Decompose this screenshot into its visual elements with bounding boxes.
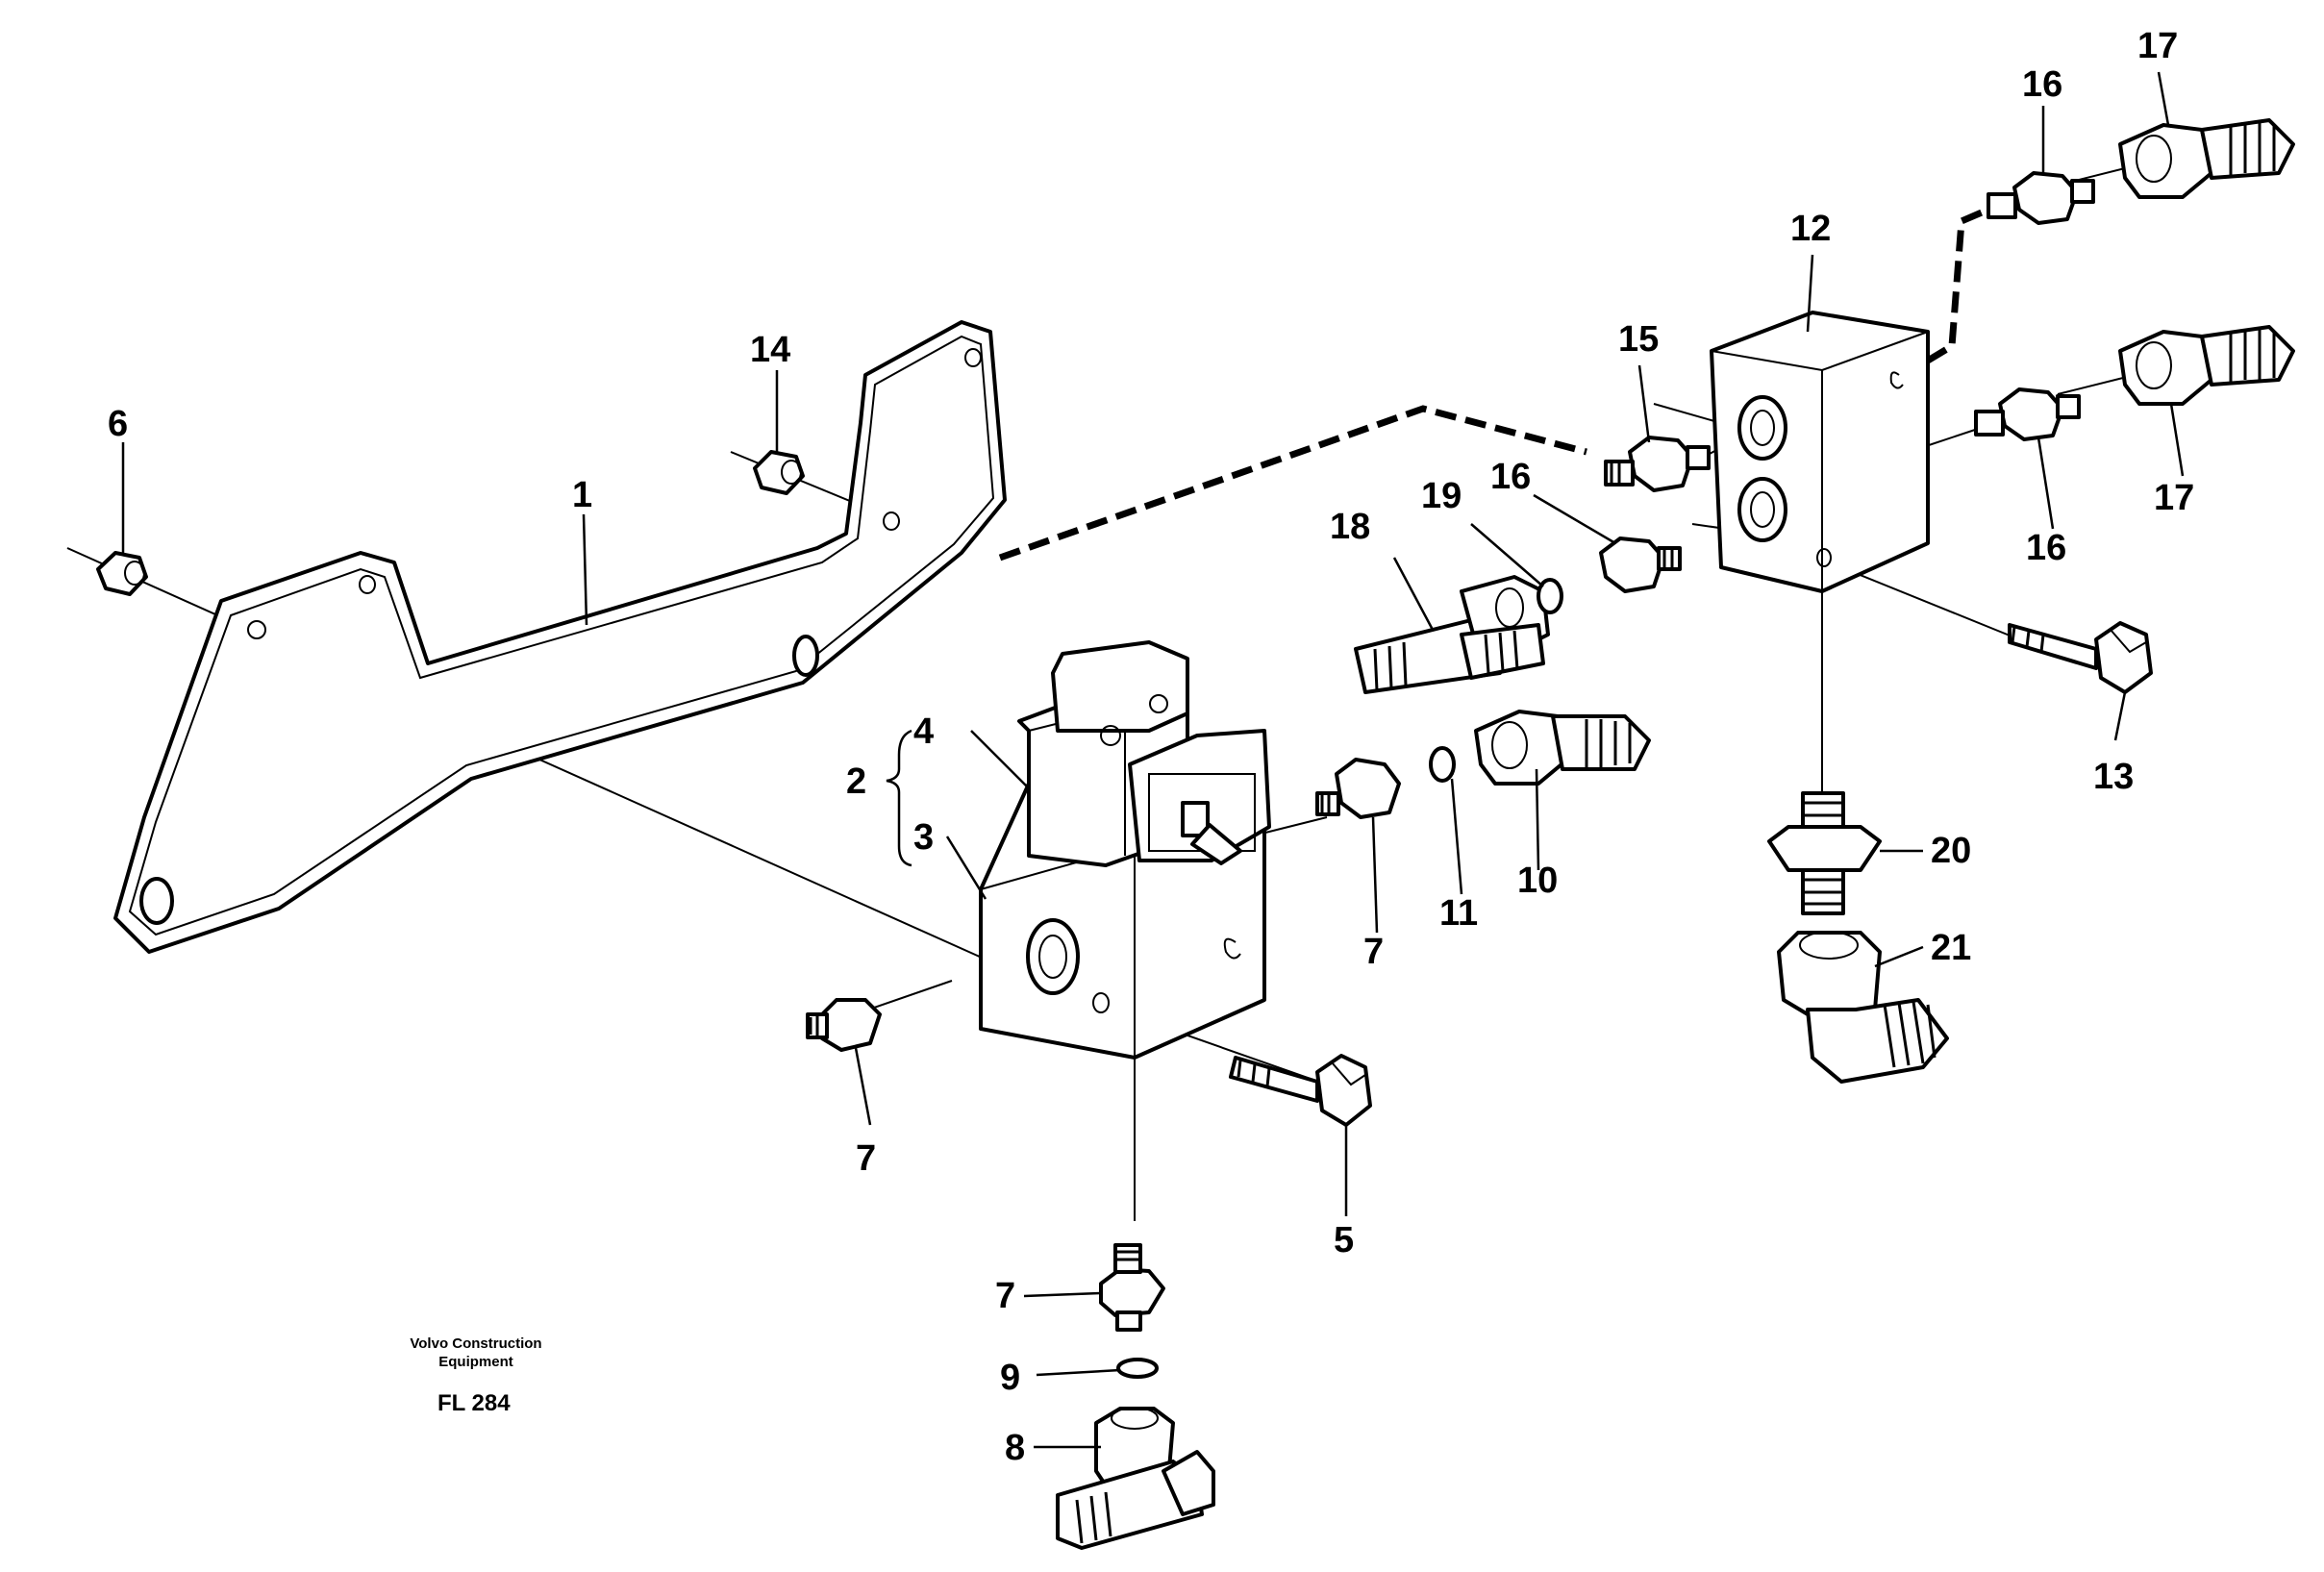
- adapter-7-left: [806, 998, 882, 1052]
- callout-7-left: 7: [856, 1138, 876, 1179]
- callout-2: 2: [846, 761, 866, 802]
- elbow-17-right: [2118, 325, 2295, 406]
- o-ring-19: [1537, 578, 1563, 614]
- callout-21: 21: [1931, 928, 1971, 968]
- callout-11: 11: [1439, 893, 1478, 934]
- callout-7-bottom: 7: [995, 1276, 1015, 1316]
- credit-line-2: Equipment: [438, 1354, 513, 1370]
- callout-9: 9: [1000, 1358, 1020, 1398]
- callout-1: 1: [572, 475, 592, 515]
- callout-14: 14: [750, 330, 790, 370]
- adapter-15: [1604, 436, 1711, 492]
- callout-18: 18: [1330, 507, 1370, 547]
- leader-lines: [121, 71, 2185, 1449]
- o-ring-9: [1116, 1358, 1159, 1379]
- callout-12: 12: [1790, 209, 1831, 249]
- callout-6: 6: [108, 404, 128, 444]
- callout-16-right: 16: [2026, 528, 2066, 568]
- callout-17-top: 17: [2137, 26, 2178, 66]
- callouts: 1 2 3 4 5 6 14 7 7 7 8 9 10 11 12 13 15 …: [108, 26, 2194, 1468]
- callout-8: 8: [1005, 1428, 1025, 1468]
- elbow-17-top: [2118, 118, 2295, 199]
- callout-13: 13: [2093, 757, 2134, 797]
- adapter-16-top: [1987, 171, 2095, 225]
- callout-19: 19: [1421, 476, 1462, 516]
- callout-15: 15: [1618, 319, 1659, 360]
- callout-10: 10: [1517, 861, 1558, 901]
- nut-14: [753, 450, 805, 495]
- solenoid-valve: [979, 640, 1271, 1060]
- fitting-20: [1767, 791, 1882, 915]
- figure-code: FL 284: [437, 1390, 511, 1416]
- publisher-credit: Volvo Construction Equipment FL 284: [410, 1335, 541, 1416]
- credit-line-1: Volvo Construction: [410, 1335, 541, 1352]
- callout-20: 20: [1931, 831, 1971, 871]
- nut-6: [96, 551, 148, 596]
- adapter-7-bottom: [1099, 1243, 1165, 1332]
- callout-16-middle: 16: [1490, 457, 1531, 497]
- bolt-5: [1229, 1054, 1372, 1127]
- dashed-path-block-to-fitting: [1926, 203, 1997, 364]
- tee-8: [1056, 1407, 1215, 1550]
- o-ring-11: [1429, 746, 1456, 783]
- adapter-16-middle: [1599, 536, 1682, 593]
- adapter-16-right: [1974, 387, 2081, 441]
- callout-16-top: 16: [2022, 64, 2062, 105]
- callout-5: 5: [1334, 1220, 1354, 1260]
- callout-7-right: 7: [1363, 932, 1384, 972]
- callout-3: 3: [913, 817, 934, 858]
- tee-18: [1354, 575, 1550, 694]
- elbow-10: [1474, 710, 1651, 786]
- valve-block-12: [1710, 311, 1930, 593]
- bolt-13: [2008, 621, 2153, 694]
- dashed-path-bracket-to-block: [998, 405, 1587, 561]
- elbow-21: [1777, 931, 1949, 1084]
- callout-4: 4: [913, 711, 934, 752]
- mounting-bracket: [113, 320, 1007, 954]
- callout-17-right: 17: [2154, 478, 2194, 518]
- adapter-7-right: [1315, 758, 1401, 819]
